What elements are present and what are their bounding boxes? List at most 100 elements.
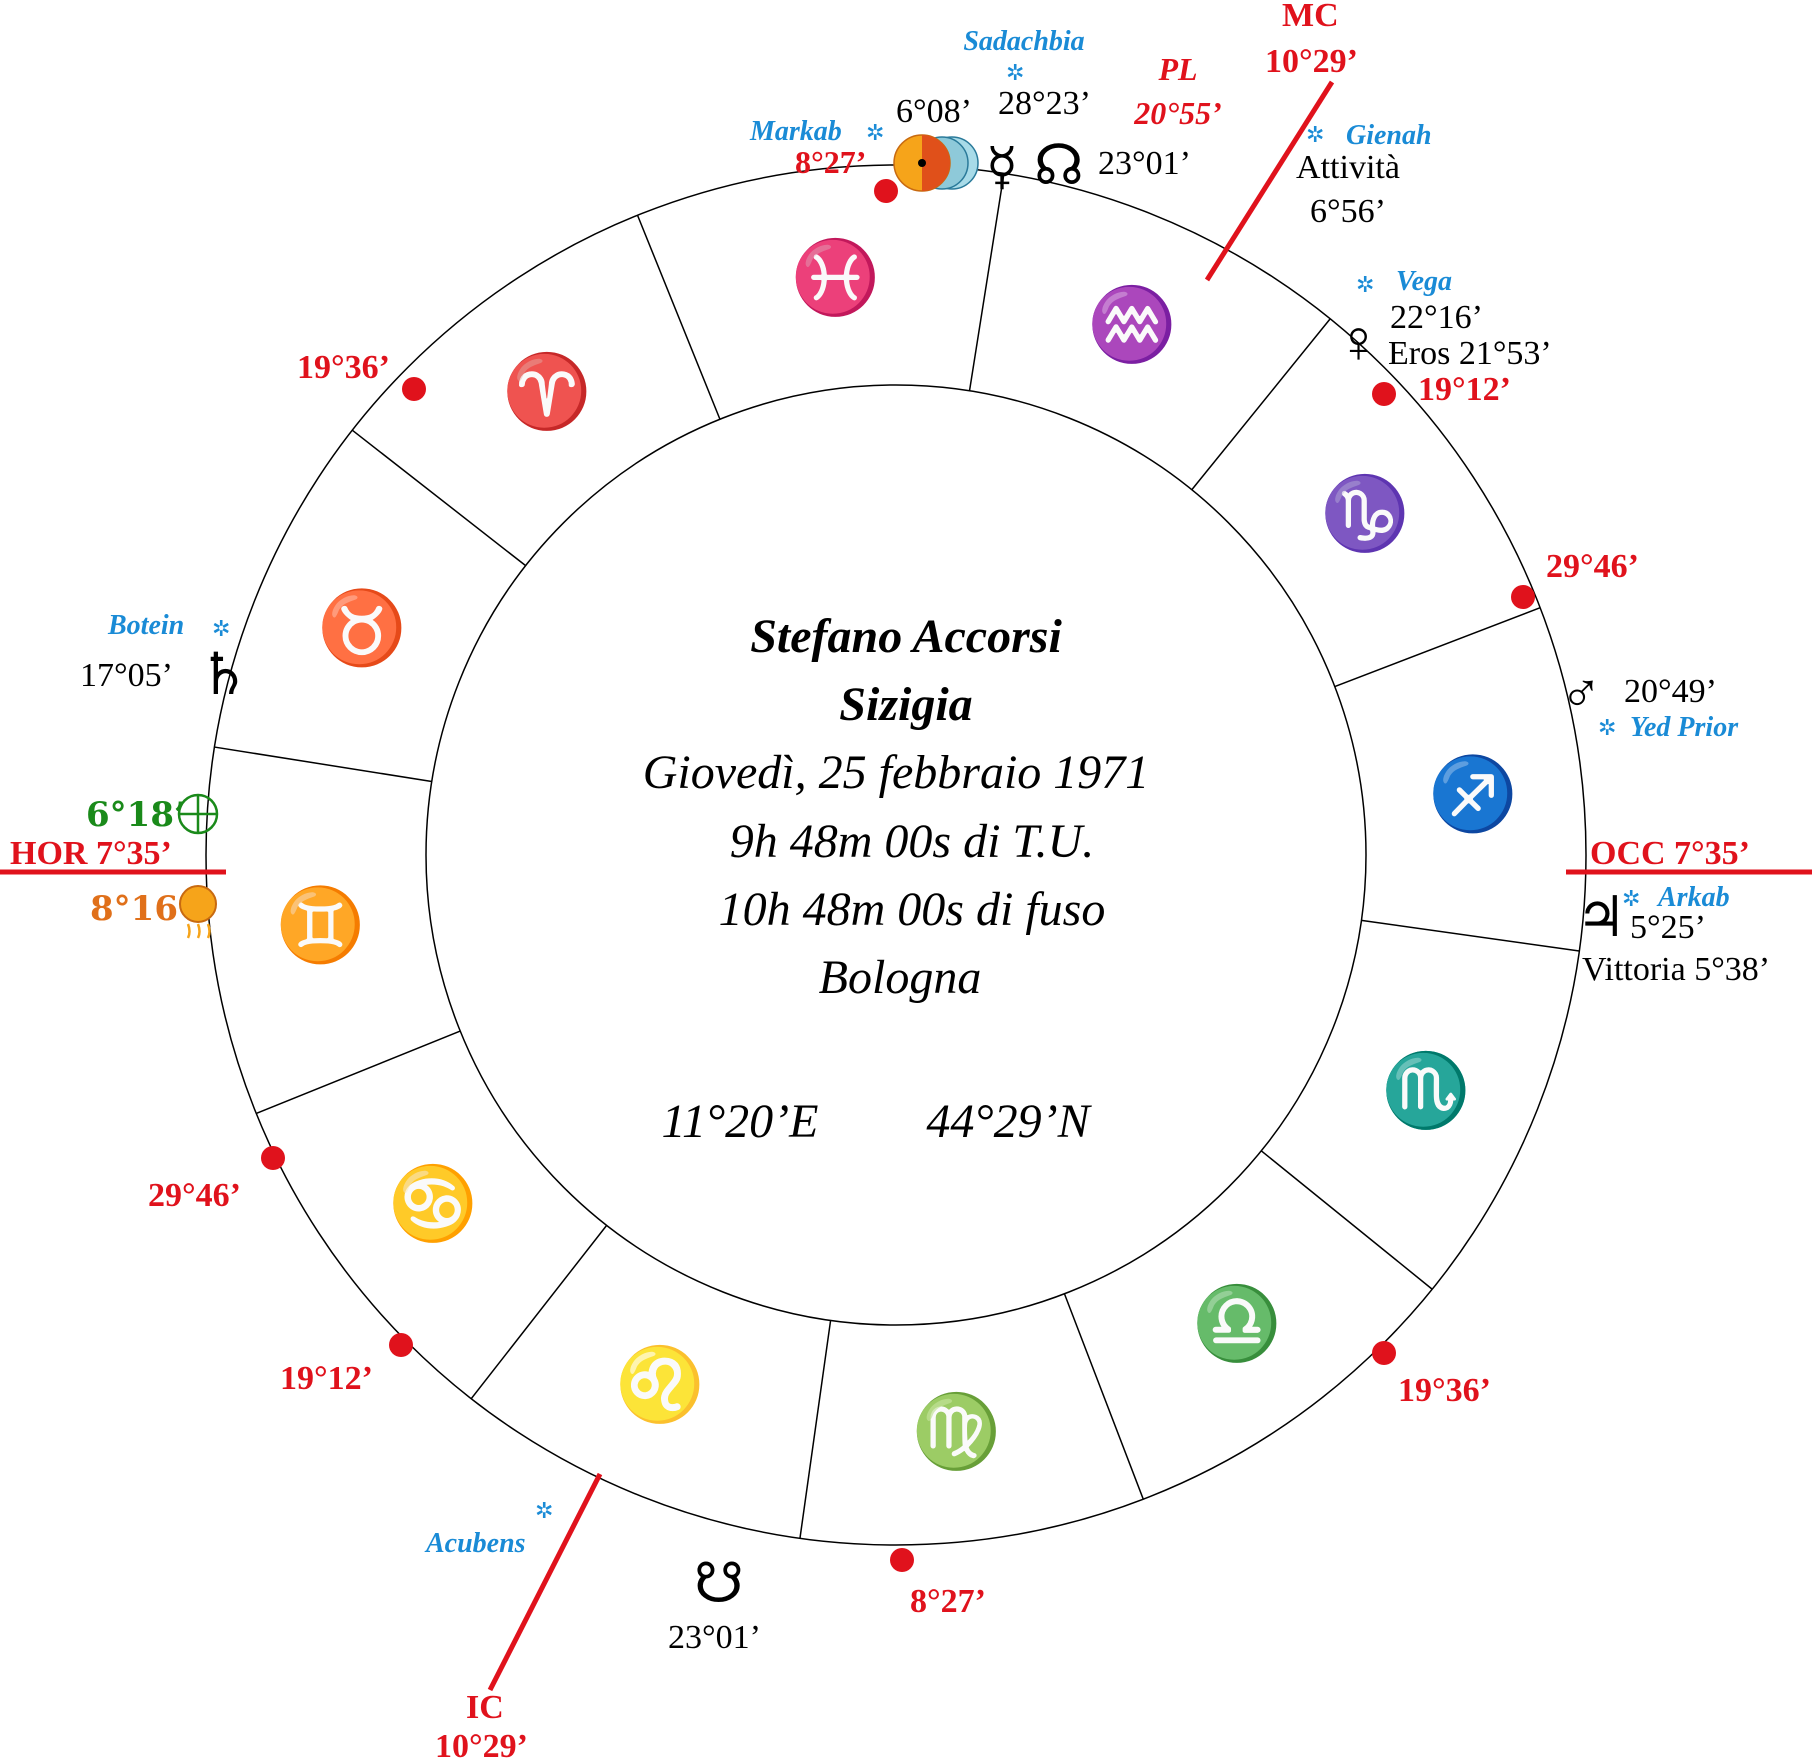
sign-capricorn-icon: ♑ <box>1320 471 1410 555</box>
south-node-icon: ☋ <box>694 1553 744 1615</box>
ic-value: 10°29’ <box>435 1728 528 1763</box>
north-node-degree: 23°01’ <box>1098 145 1191 182</box>
star-icon: ✲ <box>1006 61 1024 86</box>
cusp-label: 19°36’ <box>1398 1372 1491 1409</box>
sun-other-degree: 8°16’ <box>90 889 190 929</box>
mc-label: MC <box>1282 0 1339 34</box>
star-acubens-label: Acubens <box>424 1528 526 1559</box>
sun-moon-conjunction-icon <box>893 134 979 192</box>
sign-divider <box>1361 919 1580 952</box>
cusp-dot <box>1372 382 1396 406</box>
sun-icon <box>179 885 217 939</box>
sign-divider <box>214 746 432 783</box>
cusp-dots <box>261 179 1535 1572</box>
occ-label: OCC 7°35’ <box>1590 835 1750 872</box>
sign-divider <box>255 1030 461 1115</box>
hor-label: HOR 7°35’ <box>10 835 172 872</box>
jupiter-degree: 5°25’ <box>1630 909 1706 946</box>
venus-degree: 22°16’ <box>1390 299 1483 336</box>
star-sadachbia-label: Sadachbia <box>963 26 1084 57</box>
sign-gemini-icon: ♊ <box>275 883 365 967</box>
star-arkab-label: Arkab <box>1656 882 1730 913</box>
chart-place: Bologna <box>819 951 982 1004</box>
star-icon: ✲ <box>1356 273 1374 298</box>
cusp-label: 19°36’ <box>297 349 390 386</box>
sign-aquarius-icon: ♒ <box>1087 282 1177 366</box>
saturn-icon: ♄ <box>198 642 250 707</box>
cusp-label: 19°12’ <box>1418 371 1511 408</box>
star-yed-prior-label: Yed Prior <box>1630 712 1739 743</box>
mercury-icon: ☿ <box>986 139 1018 196</box>
sign-divider <box>636 214 721 420</box>
cusp-label: 29°46’ <box>148 1177 241 1214</box>
sign-virgo-icon: ♍ <box>912 1389 1002 1473</box>
part-of-fortune-icon <box>177 793 219 835</box>
sign-aries-icon: ♈ <box>502 349 592 433</box>
chart-time-ut: 9h 48m 00s di T.U. <box>730 815 1094 868</box>
star-icon: ✲ <box>866 121 884 146</box>
chart-latitude: 44°29’N <box>926 1095 1092 1148</box>
sign-glyphs: ♓♒♑♐♏♎♍♌♋♊♉♈ <box>275 235 1517 1473</box>
star-botein-label: Botein <box>107 610 184 641</box>
sign-divider <box>1191 318 1331 491</box>
cusp-dot <box>890 1548 914 1572</box>
chart-date: Giovedì, 25 febbraio 1971 <box>643 746 1150 799</box>
venus-icon: ♀ <box>1336 309 1381 375</box>
sign-sagittarius-icon: ♐ <box>1428 751 1518 835</box>
cusp-dot <box>261 1146 285 1170</box>
cusp-label: 8°27’ <box>795 144 866 180</box>
cusp-dot <box>402 377 426 401</box>
cusp-dot <box>874 179 898 203</box>
sign-divider <box>968 173 1005 391</box>
saturn-degree: 17°05’ <box>80 657 173 694</box>
chart-longitude: 11°20’E <box>662 1095 819 1148</box>
attivita-degree: 6°56’ <box>1310 193 1386 230</box>
chart-info: Stefano Accorsi Sizigia Giovedì, 25 febb… <box>643 610 1150 1148</box>
attivita-label: Attività <box>1296 149 1400 186</box>
chart-type: Sizigia <box>839 678 972 731</box>
sign-divider <box>1260 1150 1433 1290</box>
sign-divider <box>799 1320 832 1539</box>
mercury-degree: 28°23’ <box>998 85 1091 122</box>
pl-value: 20°55’ <box>1133 95 1221 131</box>
mc-value: 10°29’ <box>1265 43 1358 80</box>
mc-axis-line <box>1204 80 1335 282</box>
sign-scorpio-icon: ♏ <box>1381 1048 1471 1132</box>
cusp-label: 19°12’ <box>280 1360 373 1397</box>
sign-dividers <box>214 173 1580 1539</box>
sign-divider <box>351 429 527 567</box>
star-markab-label: Markab <box>749 116 842 147</box>
jupiter-icon: ♃ <box>1576 887 1626 949</box>
star-gienah-label: Gienah <box>1346 120 1432 151</box>
cusp-dot <box>1372 1341 1396 1365</box>
sign-libra-icon: ♎ <box>1192 1281 1282 1365</box>
star-icon: ✲ <box>1622 887 1640 912</box>
mars-icon: ♂ <box>1560 663 1602 725</box>
sign-cancer-icon: ♋ <box>388 1161 478 1245</box>
north-node-icon: ☊ <box>1034 135 1084 197</box>
cusp-dot <box>389 1333 413 1357</box>
fortune-degree: 6°18’ <box>86 795 186 835</box>
person-name: Stefano Accorsi <box>750 610 1062 663</box>
vittoria-degree: Vittoria 5°38’ <box>1582 951 1770 988</box>
eros-degree: Eros 21°53’ <box>1388 335 1552 372</box>
ic-axis-line <box>487 1472 603 1692</box>
cusp-dot <box>1511 585 1535 609</box>
mars-degree: 20°49’ <box>1624 673 1717 710</box>
sign-divider <box>1334 607 1541 688</box>
cusp-label: 8°27’ <box>910 1583 986 1620</box>
pl-label: PL <box>1157 51 1197 87</box>
moon-degree: 6°08’ <box>896 93 972 130</box>
star-icon: ✲ <box>212 617 230 642</box>
cusp-label: 29°46’ <box>1546 548 1639 585</box>
sign-divider <box>470 1224 608 1400</box>
star-icon: ✲ <box>535 1499 553 1524</box>
star-vega-label: Vega <box>1396 266 1452 297</box>
chart-time-local: 10h 48m 00s di fuso <box>719 883 1106 936</box>
sign-taurus-icon: ♉ <box>317 585 407 669</box>
sign-divider <box>1063 1293 1144 1500</box>
south-node-degree: 23°01’ <box>668 1619 761 1656</box>
star-icon: ✲ <box>1306 123 1324 148</box>
inner-ring <box>425 384 1367 1326</box>
